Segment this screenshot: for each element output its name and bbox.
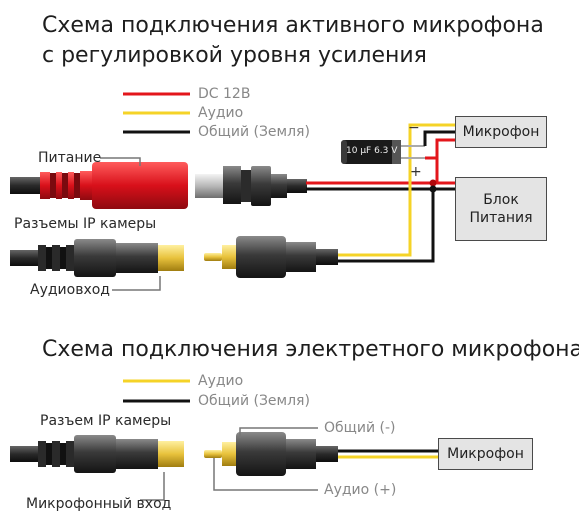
- wire-rca1-yellow: [338, 123, 455, 257]
- capacitor-label: 10 µF 6.3 V: [346, 146, 398, 156]
- legend2-ground-label: Общий (Земля): [198, 393, 310, 409]
- junction-dot-black: [429, 185, 437, 193]
- rca-male-plug-2: [204, 432, 338, 476]
- section1-title-line2: с регулировкой уровня усиления: [42, 43, 427, 68]
- wire-mic-red: [425, 138, 455, 160]
- wire-rca1-black: [338, 189, 435, 263]
- legend-ground-label: Общий (Земля): [198, 124, 310, 140]
- label-common-minus: Общий (-): [324, 420, 396, 436]
- junction-dot-red: [429, 179, 437, 187]
- leader-power: [100, 157, 141, 166]
- legend-dc12v-label: DC 12В: [198, 86, 251, 102]
- leader-audio-input: [112, 276, 161, 291]
- label-ip-camera-connectors: Разъемы IP камеры: [14, 216, 157, 232]
- rca-male-plug-1: [204, 236, 338, 278]
- legend-audio-label: Аудио: [198, 105, 244, 121]
- wire-red-to-psu: [433, 158, 439, 185]
- label-power: Питание: [38, 150, 102, 166]
- section1-title-line1: Схема подключения активного микрофона: [42, 13, 544, 38]
- capacitor-plus-label: +: [410, 164, 422, 180]
- legend2-audio-label: Аудио: [198, 373, 244, 389]
- rca-female-camera: [10, 239, 184, 277]
- label-mic-input: Микрофонный вход: [26, 496, 172, 512]
- dc-power-jack-female: [10, 162, 188, 209]
- capacitor-minus-label: −: [408, 120, 420, 136]
- leader-common: [239, 427, 318, 438]
- dc-power-plug-male: [195, 166, 307, 206]
- rca-female-camera-2: [10, 435, 184, 473]
- leader-audio-plus: [213, 458, 318, 491]
- leader-mic-input: [140, 472, 165, 501]
- microphone-box-2: Микрофон: [438, 438, 533, 470]
- power-supply-box: Блок Питания: [455, 177, 547, 241]
- label-audio-input: Аудиовход: [30, 282, 110, 298]
- wire-mic-black: [423, 130, 455, 146]
- label-ip-camera-connector: Разъем IP камеры: [40, 413, 172, 429]
- microphone-box-1: Микрофон: [455, 116, 547, 148]
- section2-title: Схема подключения электретного микрофона: [42, 337, 579, 362]
- capacitor: [341, 140, 401, 164]
- label-audio-plus: Аудио (+): [324, 482, 397, 498]
